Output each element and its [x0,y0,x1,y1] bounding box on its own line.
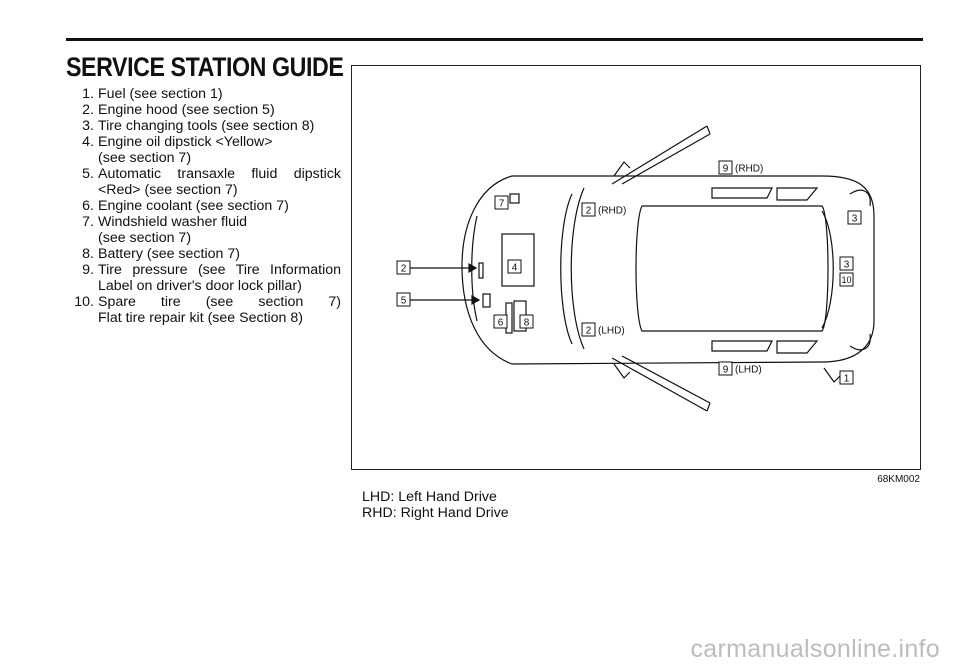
upper-mirror [613,161,631,177]
callout-box [718,160,733,175]
figure-code: 68KM002 [877,474,920,485]
legend-rhd: RHD: Right Hand Drive [362,505,509,521]
callout-box [519,314,534,329]
callout-10: 10 [841,275,851,285]
callout-box [839,272,854,287]
list-item: 4.Engine oil dipstick <Yellow>(see secti… [82,134,273,166]
vehicle-diagram: 2 5 7 4 6 8 2 2 9 9 3 3 10 1 (RHD) (LHD)… [396,125,875,412]
list-item: 10.Spare tire (see section 7)Flat tire r… [74,294,341,326]
watermark: carmanualsonline.info [690,635,940,663]
lower-door-lhd [611,355,711,412]
page-title: SERVICE STATION GUIDE [66,52,344,82]
transaxle-marker [482,293,491,308]
roof-outline [635,205,829,332]
upper-window-vents [711,187,819,201]
callout-2-rhd: 2 [586,206,592,217]
callout-9-rhd: 9 [723,164,729,175]
callout-box [493,314,508,329]
callout-box [494,195,509,210]
washer-tank [509,193,520,204]
callout-box [581,322,596,337]
callout-box [847,210,862,225]
callout-2-left: 2 [401,264,407,275]
callout-7: 7 [499,199,505,210]
list-item: 6.Engine coolant (see section 7) [82,198,289,214]
callout-5: 5 [401,296,407,307]
list-item: 3.Tire changing tools (see section 8) [82,118,315,134]
vehicle-top-view-figure: 2 5 7 4 6 8 2 2 9 9 3 3 10 1 (RHD) (LHD)… [351,65,921,470]
arrowhead-2 [468,262,478,274]
callout-2-lhd: 2 [586,326,592,337]
leader-1 [823,367,841,383]
callout-3-mid: 3 [844,260,850,271]
lhd-label-hood: (LHD) [598,326,625,337]
callout-box [839,370,854,385]
service-item-list: 1.Fuel (see section 1) 2.Engine hood (se… [66,86,341,326]
rear-spoiler-top [849,189,871,207]
arrowhead-5 [471,294,481,306]
callout-6: 6 [498,318,504,329]
body-line-front [570,187,585,350]
legend-lhd: LHD: Left Hand Drive [362,489,497,505]
upper-door-rhd [611,125,711,185]
list-item: 7.Windshield washer fluid(see section 7) [82,214,248,246]
windshield [560,193,573,345]
callout-box [718,361,733,376]
lower-window-vents [711,340,819,354]
callout-box [396,292,411,307]
rhd-label-tire: (RHD) [735,164,763,175]
drive-legend: LHD: Left Hand Drive RHD: Right Hand Dri… [362,489,509,521]
rear-spoiler-bottom [849,333,871,351]
rear-window-line [821,210,834,329]
callout-3-top: 3 [852,214,858,225]
callout-box [507,259,522,274]
callout-box [581,202,596,217]
lower-mirror [613,363,631,379]
list-item: 1.Fuel (see section 1) [82,86,223,102]
callout-4: 4 [512,263,518,274]
dipstick-marker [478,262,484,279]
list-item: 8.Battery (see section 7) [82,246,240,262]
callout-box [396,260,411,275]
rhd-label-hood: (RHD) [598,206,626,217]
callout-box [839,256,854,271]
list-item: 5.Automatic transaxle fluid dipstick<Red… [82,166,341,198]
callout-9-lhd: 9 [723,365,729,376]
oil-dipstick-box [501,233,535,287]
top-rule [66,38,923,41]
lhd-label-tire: (LHD) [735,365,762,376]
callout-8: 8 [524,318,530,329]
car-body-outline [461,175,875,365]
callout-1: 1 [844,374,850,385]
list-item: 2.Engine hood (see section 5) [82,102,275,118]
